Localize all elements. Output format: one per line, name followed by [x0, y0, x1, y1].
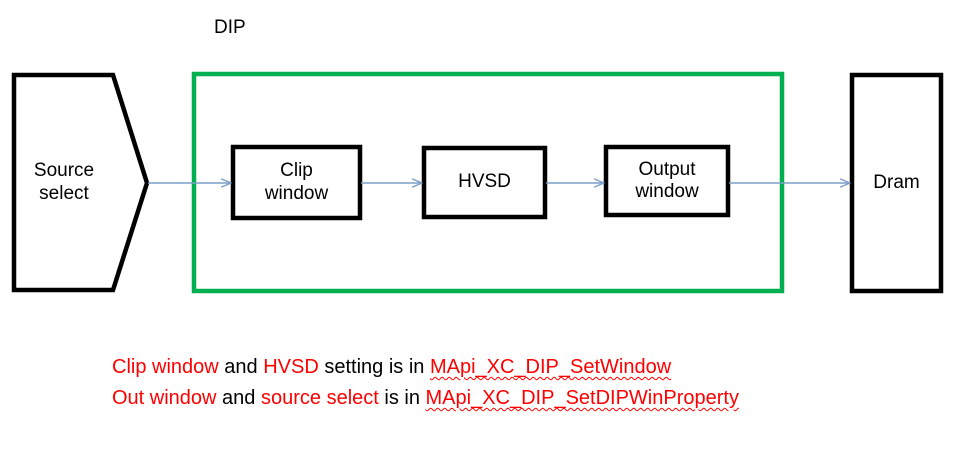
- caption-segment-black-3: setting is in: [318, 356, 430, 378]
- caption-segment-red-2: source select: [260, 387, 379, 409]
- caption-segment-black-1: and: [216, 387, 261, 409]
- caption-segment-red-2: HVSD: [263, 356, 319, 378]
- caption-segment-red-0: Out window: [112, 387, 217, 409]
- caption-line-1: Clip window and HVSD setting is in MApi_…: [112, 352, 912, 383]
- caption-segment-red-0: Clip window: [112, 356, 219, 378]
- hvsd-shape[interactable]: [421, 145, 548, 220]
- clip-window-shape[interactable]: [230, 144, 363, 221]
- dip-group-title: DIP: [214, 17, 246, 38]
- caption-segment-black-1: and: [218, 356, 264, 378]
- caption-block: Clip window and HVSD setting is in MApi_…: [112, 352, 912, 414]
- caption-line-2: Out window and source select is in MApi_…: [112, 383, 912, 414]
- caption-segment-api-4: MApi_XC_DIP_SetWindow: [429, 356, 672, 378]
- source-select-shape[interactable]: [11, 72, 150, 293]
- caption-segment-api-4: MApi_XC_DIP_SetDIPWinProperty: [425, 387, 739, 409]
- dram-shape[interactable]: [849, 72, 944, 294]
- caption-segment-black-3: is in: [378, 387, 426, 409]
- output-window-shape[interactable]: [603, 144, 731, 218]
